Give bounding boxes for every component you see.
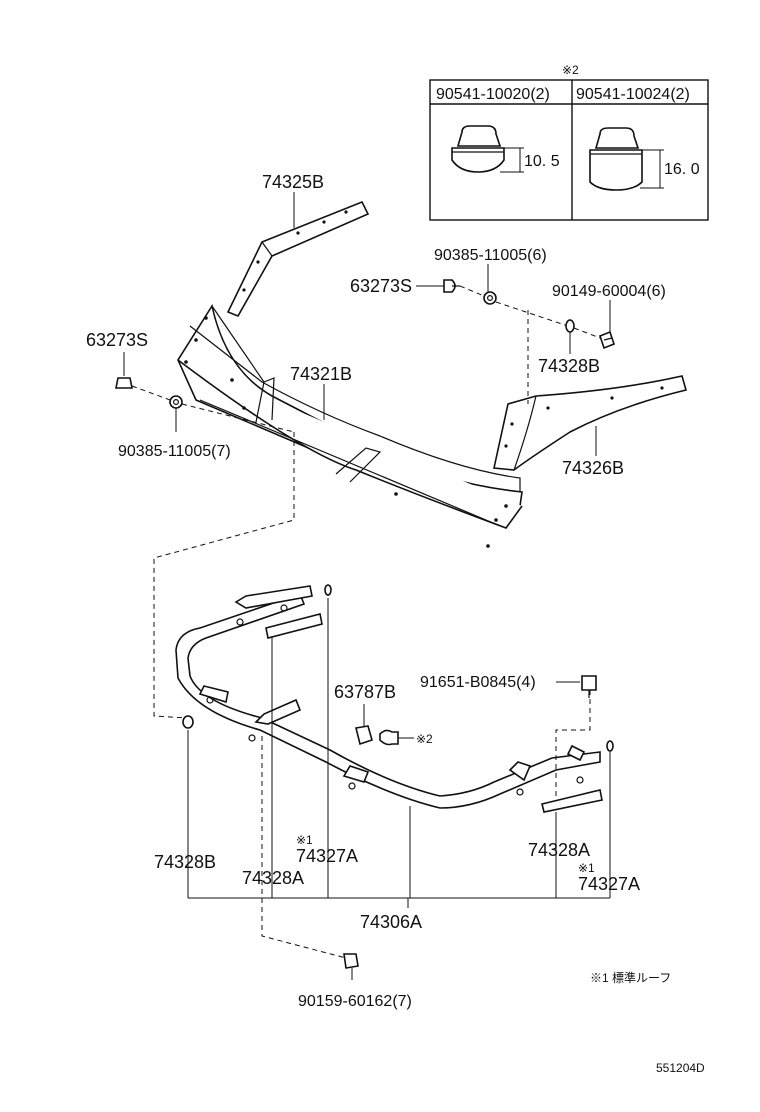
marker-1-left: ※1 bbox=[296, 833, 313, 847]
pad-63787B-icon bbox=[355, 725, 373, 746]
washer-74328B-top-icon bbox=[565, 319, 575, 333]
label-90385-left: 90385-11005(7) bbox=[118, 443, 231, 460]
marker-clip-2: ※2 bbox=[416, 732, 433, 746]
clip-2-icon bbox=[379, 729, 399, 746]
label-74328B-top: 74328B bbox=[538, 356, 600, 376]
label-74306A: 74306A bbox=[360, 912, 422, 932]
label-74325B: 74325B bbox=[262, 172, 324, 192]
label-63787B: 63787B bbox=[334, 682, 396, 702]
label-63273S-left: 63273S bbox=[86, 330, 148, 350]
spacer-74328A-left bbox=[265, 613, 323, 639]
inset-col1-dimension: 10. 5 bbox=[524, 153, 560, 170]
label-91651: 91651-B0845(4) bbox=[420, 674, 536, 691]
fastener-inset-table: ※2 90541-10020(2) 90541-10024(2) 10. 5 1… bbox=[429, 63, 709, 221]
spacer-74328A-right bbox=[541, 789, 603, 813]
rivet-63273S-left-icon bbox=[115, 377, 133, 389]
side-cover-74325B bbox=[226, 200, 370, 318]
clip-short-icon bbox=[451, 125, 505, 173]
label-74328A-right: 74328A bbox=[528, 840, 590, 860]
bolt-91651-icon bbox=[581, 675, 597, 698]
seal-74327A-left bbox=[324, 584, 332, 596]
footnote-standard-roof: ※1 標準ルーフ bbox=[590, 970, 671, 985]
bolt-90159-icon bbox=[343, 953, 359, 980]
seal-74327A-right bbox=[606, 740, 614, 752]
side-cover-74326B bbox=[493, 375, 687, 471]
rivet-63273S-right-icon bbox=[443, 279, 460, 293]
nut-90385-left-icon bbox=[169, 395, 183, 409]
inset-marker: ※2 bbox=[562, 63, 579, 77]
label-74327A-left: 74327A bbox=[296, 846, 358, 866]
label-74328A-left: 74328A bbox=[242, 868, 304, 888]
figure-code: 551204D bbox=[656, 1061, 705, 1075]
label-90149: 90149-60004(6) bbox=[552, 283, 666, 300]
clip-tall-icon bbox=[589, 127, 643, 191]
label-74326B: 74326B bbox=[562, 458, 624, 478]
front-panel-74321B bbox=[177, 303, 523, 548]
marker-1-right: ※1 bbox=[578, 861, 595, 875]
washer-74328B-lower bbox=[182, 715, 194, 729]
bolt-90149-icon bbox=[599, 330, 615, 350]
inset-col1-part: 90541-10020(2) bbox=[436, 86, 550, 103]
label-74321B: 74321B bbox=[290, 364, 352, 384]
label-74327A-right: 74327A bbox=[578, 874, 640, 894]
label-90159: 90159-60162(7) bbox=[298, 993, 412, 1010]
inset-col2-dimension: 16. 0 bbox=[664, 161, 700, 178]
label-74328B-bottom: 74328B bbox=[154, 852, 216, 872]
inset-col2-part: 90541-10024(2) bbox=[576, 86, 690, 103]
nut-90385-right-icon bbox=[483, 291, 497, 305]
roof-rack-frame-74306A bbox=[175, 585, 601, 809]
label-63273S-right: 63273S bbox=[350, 276, 412, 296]
label-90385-right: 90385-11005(6) bbox=[434, 247, 547, 264]
